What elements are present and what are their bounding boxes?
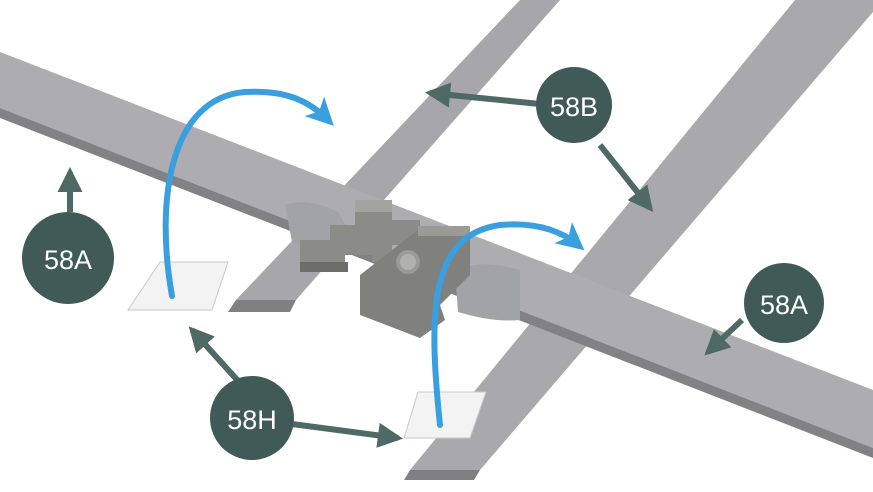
callout-label-58a-right: 58A: [760, 290, 808, 320]
callout-label-58a-left: 58A: [44, 245, 92, 275]
tab-58h-right: [403, 391, 487, 439]
callout-arrow-58a-right: [704, 317, 745, 356]
callout-label-58h: 58H: [227, 405, 277, 435]
callout-58a-left: 58A: [22, 212, 114, 304]
strap-loop-right: [455, 264, 520, 321]
callout-arrow-58b-upper: [424, 82, 541, 108]
motion-arrow-right: [431, 221, 585, 428]
buckle-right-part: [360, 226, 470, 338]
callout-arrow-58h-lower: [291, 421, 403, 448]
callout-label-58b: 58B: [550, 92, 598, 122]
callout-58b: 58B: [536, 67, 612, 143]
motion-arrow-left: [162, 88, 334, 299]
callout-58h: 58H: [210, 376, 294, 460]
strap-58b-front: [404, 0, 873, 480]
callout-58a-right: 58A: [744, 263, 824, 343]
tab-58h-left: [127, 261, 229, 311]
callout-arrow-58h-upper: [188, 326, 243, 386]
callout-arrow-58b-lower: [597, 143, 654, 212]
